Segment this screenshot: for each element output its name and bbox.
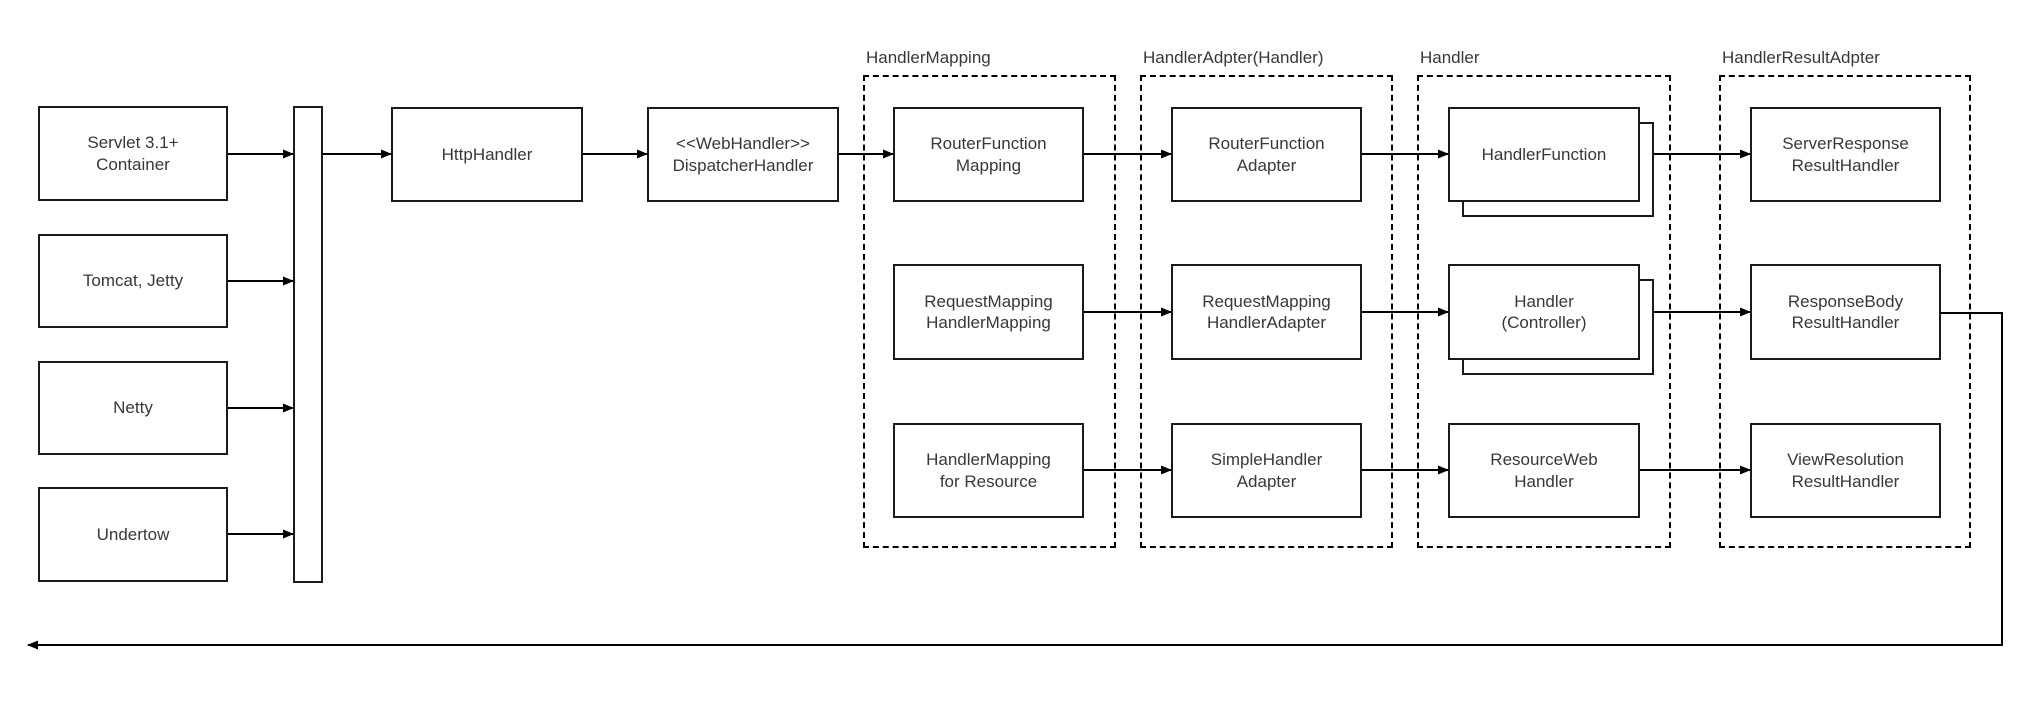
node-label: Undertow bbox=[96, 524, 170, 544]
node-label: <<WebHandler>> DispatcherHandler bbox=[672, 134, 814, 175]
node-label: SimpleHandler Adapter bbox=[1210, 450, 1323, 491]
node-label: Handler (Controller) bbox=[1501, 291, 1587, 332]
node-dispatcher-handler: <<WebHandler>> DispatcherHandler bbox=[647, 107, 839, 202]
node-label: HttpHandler bbox=[441, 144, 533, 164]
node-label: ResponseBody ResultHandler bbox=[1787, 291, 1904, 332]
node-tomcat-jetty: Tomcat, Jetty bbox=[38, 234, 228, 328]
node-label: HandlerMapping for Resource bbox=[926, 450, 1051, 491]
node-label: RouterFunction Adapter bbox=[1208, 134, 1325, 175]
node-handler-controller: Handler (Controller) bbox=[1448, 264, 1640, 360]
node-serverresponse-resulthandler: ServerResponse ResultHandler bbox=[1750, 107, 1941, 202]
node-servlet-container: Servlet 3.1+ Container bbox=[38, 106, 228, 201]
node-label: ResourceWeb Handler bbox=[1490, 450, 1598, 491]
node-handlerfunction: HandlerFunction bbox=[1448, 107, 1640, 202]
node-label: RouterFunction Mapping bbox=[930, 134, 1047, 175]
node-label: RequestMapping HandlerAdapter bbox=[1202, 291, 1331, 332]
node-undertow: Undertow bbox=[38, 487, 228, 582]
node-viewresolution-resulthandler: ViewResolution ResultHandler bbox=[1750, 423, 1941, 518]
group-label-handler-adpter: HandlerAdpter(Handler) bbox=[1143, 48, 1324, 67]
node-label: Netty bbox=[113, 398, 153, 418]
node-label: ViewResolution ResultHandler bbox=[1787, 450, 1904, 491]
node-requestmapping-handlermapping: RequestMapping HandlerMapping bbox=[893, 264, 1084, 360]
node-netty: Netty bbox=[38, 361, 228, 455]
node-responsebody-resulthandler: ResponseBody ResultHandler bbox=[1750, 264, 1941, 360]
group-label-handler: Handler bbox=[1420, 48, 1480, 67]
node-label: Servlet 3.1+ Container bbox=[87, 133, 179, 174]
node-label: RequestMapping HandlerMapping bbox=[924, 291, 1053, 332]
node-resourceweb-handler: ResourceWeb Handler bbox=[1448, 423, 1640, 518]
node-routerfunction-mapping: RouterFunction Mapping bbox=[893, 107, 1084, 202]
node-simplehandler-adapter: SimpleHandler Adapter bbox=[1171, 423, 1362, 518]
node-requestmapping-handleradapter: RequestMapping HandlerAdapter bbox=[1171, 264, 1362, 360]
node-label: ServerResponse ResultHandler bbox=[1782, 134, 1909, 175]
node-routerfunction-adapter: RouterFunction Adapter bbox=[1171, 107, 1362, 202]
node-handlermapping-for-resource: HandlerMapping for Resource bbox=[893, 423, 1084, 518]
group-label-handler-mapping: HandlerMapping bbox=[866, 48, 991, 67]
node-http-handler: HttpHandler bbox=[391, 107, 583, 202]
group-label-handler-result-adpter: HandlerResultAdpter bbox=[1722, 48, 1880, 67]
node-label: Tomcat, Jetty bbox=[82, 271, 184, 291]
server-adapter-bar bbox=[293, 106, 323, 583]
node-label: HandlerFunction bbox=[1481, 144, 1607, 164]
